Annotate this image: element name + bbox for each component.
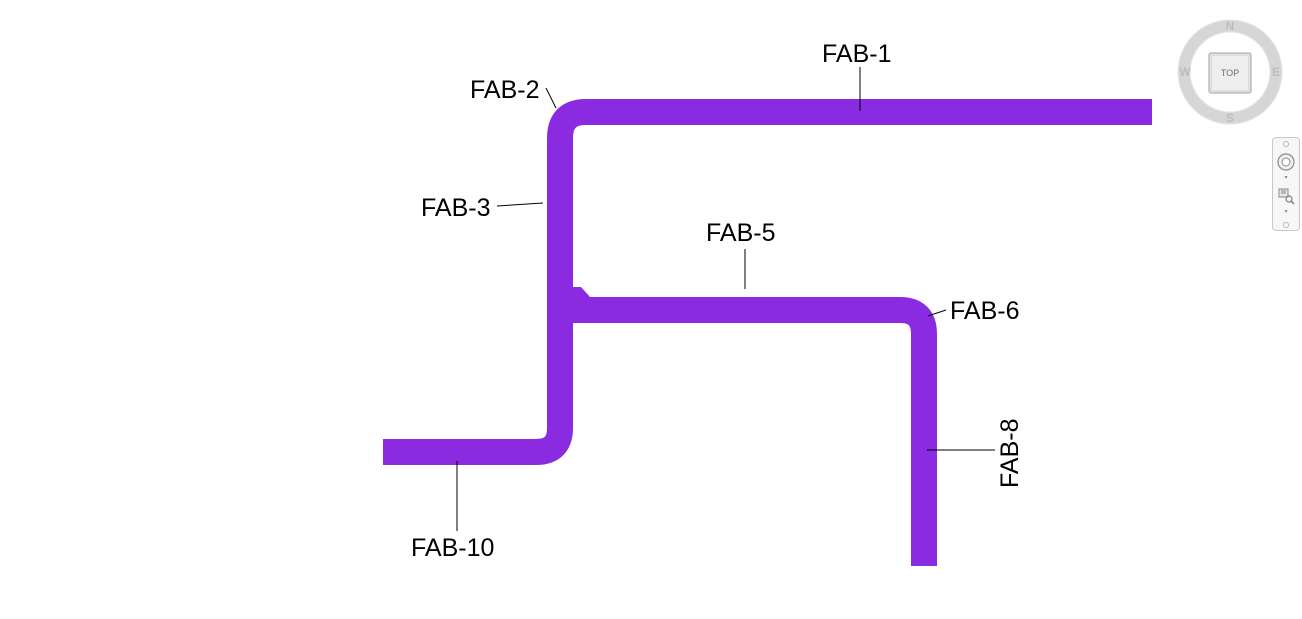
viewcube[interactable]: TOP N S E W (1176, 18, 1284, 126)
leader-fab-6 (927, 309, 947, 317)
tag-fab-6[interactable]: FAB-6 (950, 297, 1019, 325)
leader-fab-2 (545, 87, 557, 109)
tag-fab-5[interactable]: FAB-5 (706, 219, 775, 247)
viewcube-face[interactable] (1208, 52, 1252, 94)
compass-south-label[interactable]: S (1226, 111, 1234, 125)
viewcube-face-label[interactable]: TOP (1221, 68, 1239, 78)
navigation-bar: ▾ ▾ (1272, 137, 1300, 231)
zoom-region-icon[interactable] (1276, 186, 1296, 206)
leader-fab-3 (496, 202, 544, 207)
tag-fab-3[interactable]: FAB-3 (421, 194, 490, 222)
duct-fab-3[interactable] (383, 288, 573, 465)
full-navigation-wheel-icon[interactable] (1276, 152, 1296, 172)
navbar-top-handle[interactable] (1283, 141, 1289, 147)
viewcube-compass-ring[interactable] (1178, 20, 1282, 124)
duct-tee-fitting[interactable] (566, 287, 590, 297)
zoom-dropdown-icon[interactable]: ▾ (1284, 209, 1288, 215)
wheel-dropdown-icon[interactable]: ▾ (1284, 175, 1288, 181)
compass-north-label[interactable]: N (1226, 19, 1235, 33)
duct-fab-1[interactable] (547, 99, 1152, 288)
navbar-bottom-handle[interactable] (1283, 222, 1289, 228)
compass-west-label[interactable]: W (1179, 65, 1191, 79)
tag-fab-2[interactable]: FAB-2 (470, 76, 539, 104)
tag-fab-8[interactable]: FAB-8 (996, 419, 1024, 488)
duct-fab-5[interactable] (560, 297, 937, 566)
tag-fab-10[interactable]: FAB-10 (411, 534, 494, 562)
compass-east-label[interactable]: E (1272, 65, 1280, 79)
tag-fab-1[interactable]: FAB-1 (822, 40, 891, 68)
